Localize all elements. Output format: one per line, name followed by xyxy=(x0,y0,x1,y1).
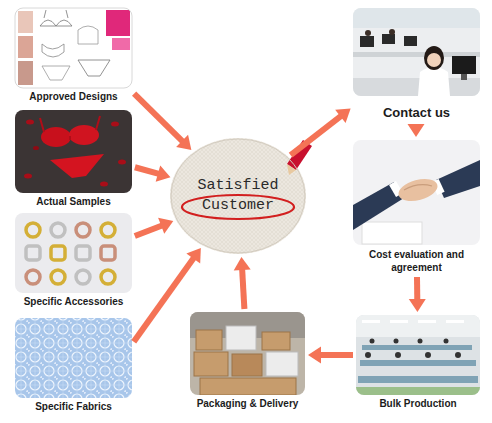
arrow-shaft xyxy=(134,94,183,142)
step-caption: Approved Designs xyxy=(15,91,132,104)
flow-arrow xyxy=(291,108,351,155)
customer-circle: Satisfied Customer xyxy=(170,138,306,254)
step-caption: Cost evaluation and agreement xyxy=(367,249,467,274)
picture-space xyxy=(190,312,305,395)
arrow-shaft xyxy=(135,225,162,236)
step-box: Cost evaluation and agreement xyxy=(353,140,480,274)
step-box: Packaging & Delivery xyxy=(190,312,305,411)
step-box: Approved Designs xyxy=(15,8,132,104)
flow-arrow xyxy=(134,94,191,150)
step-caption: Packaging & Delivery xyxy=(190,398,305,411)
picture-space xyxy=(15,8,132,88)
fabrics-picture xyxy=(15,318,132,398)
picture-space xyxy=(353,8,480,96)
customer-picture xyxy=(170,138,312,254)
step-caption: Bulk Production xyxy=(356,398,480,411)
circle-text: Satisfied Customer xyxy=(183,176,293,216)
arrow-head xyxy=(156,165,171,181)
picture-frame xyxy=(15,8,132,88)
step-caption: Specific Accessories xyxy=(15,296,132,309)
arrow-shaft xyxy=(291,116,342,155)
picture-space xyxy=(356,315,480,395)
handshake-picture xyxy=(353,140,480,245)
step-caption: Contact us xyxy=(353,105,480,121)
flow-arrow xyxy=(409,277,426,312)
arrow-head xyxy=(408,124,425,137)
flow-arrow xyxy=(135,218,174,236)
arrow-shaft xyxy=(242,269,244,309)
step-box: Specific Accessories xyxy=(15,213,132,309)
designs-picture xyxy=(15,8,132,88)
picture-space xyxy=(353,140,480,245)
arrow-shaft xyxy=(414,277,420,300)
flow-arrow xyxy=(308,347,353,364)
office-picture xyxy=(353,8,480,96)
arrow-shaft xyxy=(134,258,194,342)
step-box: Specific Fabrics xyxy=(15,318,132,414)
arrow-head xyxy=(234,257,251,270)
accessories-picture xyxy=(15,213,132,293)
arrow-head xyxy=(308,347,321,364)
factory-picture xyxy=(356,315,480,395)
arrow-shaft xyxy=(320,352,353,358)
step-caption: Actual Samples xyxy=(15,196,132,209)
arrow-head xyxy=(176,135,191,150)
flow-arrow xyxy=(134,248,201,342)
arrow-head xyxy=(335,108,350,123)
picture-space xyxy=(15,213,132,293)
step-box: Actual Samples xyxy=(15,110,132,209)
flow-arrow xyxy=(234,257,251,309)
step-box: Bulk Production xyxy=(356,315,480,411)
arrow-head xyxy=(158,218,173,234)
arrow-shaft xyxy=(135,167,159,174)
flow-arrow xyxy=(135,165,171,181)
warehouse-picture xyxy=(190,312,305,395)
picture-space xyxy=(15,318,132,398)
arrow-head xyxy=(186,248,200,264)
step-caption: Specific Fabrics xyxy=(15,401,132,414)
flow-arrow xyxy=(408,124,425,137)
circle-outline xyxy=(170,138,306,254)
samples-picture xyxy=(15,110,132,193)
arrow-head xyxy=(409,299,426,312)
picture-space xyxy=(15,110,132,193)
step-box: Contact us xyxy=(353,8,480,121)
